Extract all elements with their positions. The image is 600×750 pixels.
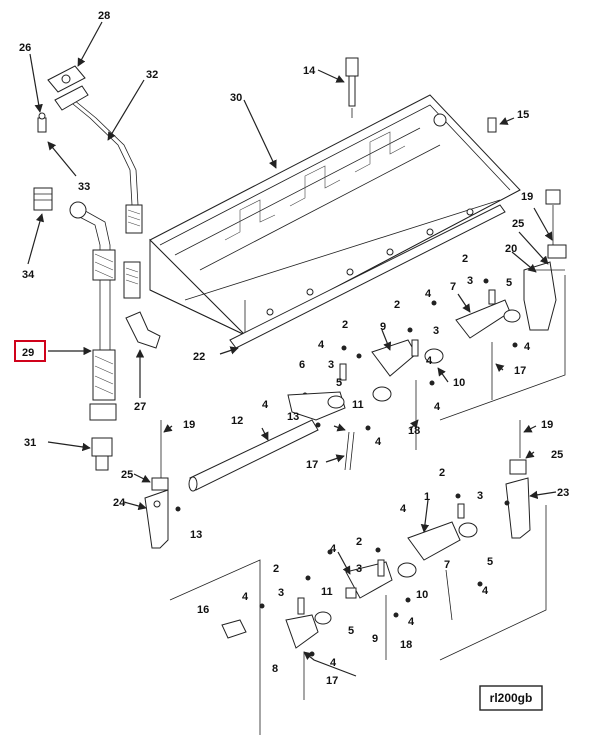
label-9: 9 <box>380 321 386 333</box>
bracket-24 <box>144 420 181 549</box>
label-17: 17 <box>514 365 526 377</box>
label-12: 12 <box>231 415 243 427</box>
label-4: 4 <box>426 355 433 367</box>
label-4: 4 <box>482 585 489 597</box>
label-2: 2 <box>342 319 348 331</box>
label-4: 4 <box>330 657 337 669</box>
rocker-housing <box>149 94 521 336</box>
label-3: 3 <box>328 359 334 371</box>
label-19: 19 <box>541 419 553 431</box>
label-19: 19 <box>183 419 195 431</box>
label-10: 10 <box>453 377 465 389</box>
label-3: 3 <box>278 587 284 599</box>
label-11: 11 <box>352 399 364 411</box>
label-11: 11 <box>321 586 333 598</box>
label-20: 20 <box>505 243 517 255</box>
label-15: 15 <box>517 109 529 121</box>
label-19: 19 <box>521 191 533 203</box>
label-3: 3 <box>477 490 483 502</box>
hose-29 <box>69 201 117 421</box>
label-32: 32 <box>146 69 158 81</box>
fitting-31 <box>91 437 113 471</box>
label-3: 3 <box>467 275 473 287</box>
label-4: 4 <box>400 503 407 515</box>
label-25: 25 <box>121 469 133 481</box>
label-4: 4 <box>262 399 269 411</box>
label-26: 26 <box>19 42 31 54</box>
label-17: 17 <box>306 459 318 471</box>
label-25: 25 <box>551 449 563 461</box>
flange-gasket <box>47 65 89 111</box>
label-2: 2 <box>273 563 279 575</box>
label-4: 4 <box>318 339 325 351</box>
label-5: 5 <box>348 625 354 637</box>
label-31: 31 <box>24 437 36 449</box>
label-24: 24 <box>113 497 126 509</box>
label-17: 17 <box>326 675 338 687</box>
label-4: 4 <box>330 543 337 555</box>
label-2: 2 <box>394 299 400 311</box>
label-3: 3 <box>433 325 439 337</box>
rocker-shaft <box>188 391 371 492</box>
label-33: 33 <box>78 181 90 193</box>
label-4: 4 <box>242 591 249 603</box>
label-2: 2 <box>356 536 362 548</box>
rocker-group-lower <box>169 493 547 735</box>
label-27: 27 <box>134 401 146 413</box>
label-14: 14 <box>303 65 316 77</box>
label-2: 2 <box>439 467 445 479</box>
label-2: 2 <box>462 253 468 265</box>
label-29: 29 <box>22 347 34 359</box>
label-4: 4 <box>524 341 531 353</box>
rocker-group-upper <box>302 189 567 450</box>
label-6: 6 <box>299 359 305 371</box>
highlight-box-29 <box>14 340 46 362</box>
screw-15 <box>487 117 497 133</box>
label-8: 8 <box>272 663 278 675</box>
label-3: 3 <box>356 563 362 575</box>
label-4: 4 <box>408 616 415 628</box>
label-25: 25 <box>512 218 524 230</box>
label-1: 1 <box>424 491 430 503</box>
label-16: 16 <box>197 604 209 616</box>
label-18: 18 <box>408 425 420 437</box>
elbow-27 <box>125 311 161 349</box>
gasket <box>229 204 506 349</box>
label-28: 28 <box>98 10 110 22</box>
bolt-14 <box>345 57 359 118</box>
label-4: 4 <box>425 288 432 300</box>
callout-arrows <box>27 21 557 677</box>
bolt-26 <box>37 112 47 133</box>
label-5: 5 <box>336 377 342 389</box>
figure-id-box <box>479 685 543 711</box>
bracket-23 <box>504 420 531 539</box>
label-5: 5 <box>487 556 493 568</box>
label-5: 5 <box>506 277 512 289</box>
label-18: 18 <box>400 639 412 651</box>
oil-line-upper <box>67 99 143 299</box>
label-22: 22 <box>193 351 205 363</box>
figure-id: rl200gb <box>490 691 533 705</box>
label-23: 23 <box>557 487 569 499</box>
label-13: 13 <box>190 529 202 541</box>
fitting-34 <box>33 187 53 211</box>
label-9: 9 <box>372 633 378 645</box>
label-13: 13 <box>287 411 299 423</box>
label-30: 30 <box>230 92 242 104</box>
label-4: 4 <box>375 436 382 448</box>
label-34: 34 <box>22 269 35 281</box>
label-7: 7 <box>444 559 450 571</box>
part-labels: 28 26 32 14 30 15 33 34 19 25 20 2 3 4 7… <box>19 10 569 687</box>
label-7: 7 <box>450 281 456 293</box>
label-10: 10 <box>416 589 428 601</box>
label-4: 4 <box>434 401 441 413</box>
